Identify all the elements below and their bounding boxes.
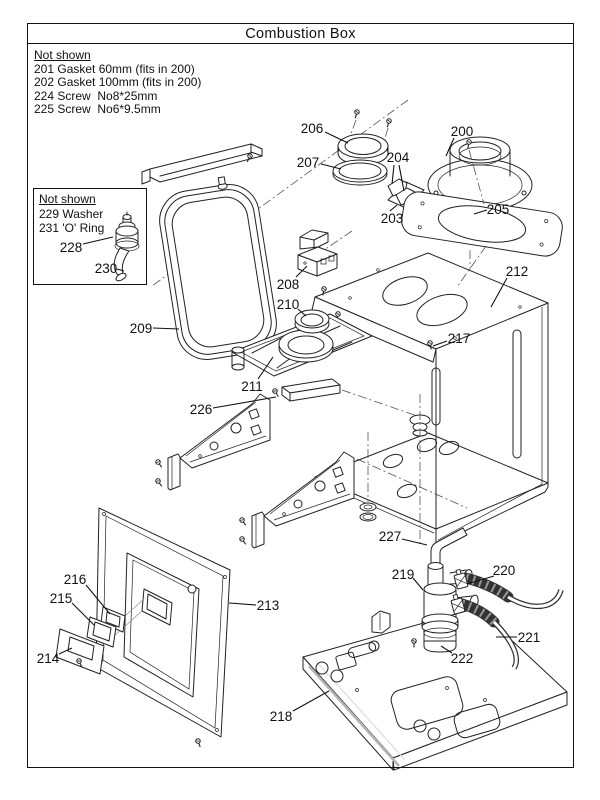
part-209-expansion-vessel bbox=[159, 176, 277, 360]
callout-label-210: 210 bbox=[277, 297, 300, 312]
part-222-cup bbox=[423, 627, 457, 653]
part-221-hose bbox=[449, 592, 520, 670]
part-219-trap bbox=[411, 562, 479, 649]
bracket-left bbox=[154, 393, 271, 491]
callout-label-206: 206 bbox=[301, 121, 324, 136]
not-shown-item: 201 Gasket 60mm (fits in 200) bbox=[34, 61, 195, 76]
callout-label-212: 212 bbox=[506, 264, 529, 279]
callout-label-207: 207 bbox=[297, 155, 320, 170]
not-shown-inset-box: Not shown 229 Washer 231 'O' Ring bbox=[33, 188, 147, 285]
part-207-gasket-ring bbox=[332, 159, 388, 186]
callout-leader-222 bbox=[440, 645, 453, 654]
not-shown-item: 224 Screw No8*25mm bbox=[34, 88, 158, 103]
callout-label-219: 219 bbox=[392, 567, 415, 582]
callout-leader-226 bbox=[212, 396, 277, 409]
wall-slots bbox=[431, 329, 522, 459]
callout-label-214: 214 bbox=[37, 651, 60, 666]
construction-lines-front bbox=[367, 149, 487, 546]
callout-label-230: 230 bbox=[95, 261, 118, 276]
washers bbox=[359, 502, 377, 522]
callout-label-203: 203 bbox=[381, 211, 404, 226]
part-214-sight-glass-frame bbox=[55, 628, 105, 675]
callout-leader-228 bbox=[82, 236, 114, 245]
callout-leader-227 bbox=[401, 538, 428, 546]
callout-label-226: 226 bbox=[190, 402, 213, 417]
callout-label-227: 227 bbox=[379, 529, 402, 544]
part-230-pipe bbox=[113, 247, 130, 282]
part-216-frame bbox=[100, 606, 126, 633]
part-205-gasket-plate bbox=[401, 191, 563, 257]
callout-label-221: 221 bbox=[518, 630, 541, 645]
callout-leader-210 bbox=[297, 308, 307, 317]
part-211-burner-plate bbox=[231, 313, 373, 377]
callout-label-217: 217 bbox=[448, 331, 471, 346]
not-shown-inset-item: 229 Washer bbox=[39, 206, 104, 221]
callout-label-209: 209 bbox=[130, 321, 153, 336]
callout-label-208: 208 bbox=[277, 277, 300, 292]
callout-label-213: 213 bbox=[257, 598, 280, 613]
part-206-ring bbox=[337, 133, 389, 166]
not-shown-heading: Not shown bbox=[34, 48, 91, 62]
top-mounting-rail bbox=[141, 143, 263, 185]
outer-border bbox=[27, 23, 574, 768]
callout-leader-216 bbox=[85, 584, 111, 615]
not-shown-list: Not shown 201 Gasket 60mm (fits in 200) … bbox=[34, 48, 202, 117]
callout-label-218: 218 bbox=[270, 709, 293, 724]
page-title: Combustion Box bbox=[245, 25, 356, 42]
callout-leader-213 bbox=[228, 602, 257, 606]
callout-leader-218 bbox=[292, 690, 330, 712]
callout-label-200: 200 bbox=[451, 124, 474, 139]
callout-layer: 200 203 204 205 206 207 208 209 210 211 212 213 214 2… bbox=[37, 121, 541, 724]
part-218-base-tray bbox=[302, 607, 568, 771]
callout-leader-214 bbox=[58, 647, 73, 655]
not-shown-inset-heading: Not shown bbox=[39, 192, 96, 206]
callout-leader-200 bbox=[445, 137, 455, 157]
callout-leader-206 bbox=[324, 131, 349, 144]
callout-leader-215 bbox=[71, 602, 95, 626]
part-227-pipe bbox=[430, 527, 468, 569]
callout-label-228: 228 bbox=[60, 240, 83, 255]
part-212-combustion-box bbox=[311, 252, 549, 546]
callout-label-216: 216 bbox=[64, 572, 87, 587]
part-213-door bbox=[95, 507, 231, 749]
callout-leader-230 bbox=[116, 268, 125, 272]
callout-leader-207 bbox=[320, 163, 342, 170]
not-shown-inset-item: 231 'O' Ring bbox=[39, 221, 105, 235]
callout-leader-204 bbox=[398, 164, 405, 192]
callout-leader-217 bbox=[432, 340, 448, 347]
callout-label-204: 204 bbox=[387, 150, 410, 165]
window-projection-lines bbox=[112, 598, 145, 638]
part-228-valve bbox=[114, 211, 140, 252]
callout-leader-220 bbox=[466, 575, 495, 585]
callout-label-211: 211 bbox=[241, 379, 263, 394]
callout-leader-211 bbox=[257, 356, 274, 380]
title-bar: Combustion Box bbox=[27, 23, 574, 44]
callout-leader-208 bbox=[295, 265, 308, 278]
callout-leader-212 bbox=[490, 277, 508, 308]
callout-leader-204 bbox=[391, 164, 395, 185]
callout-label-222: 222 bbox=[451, 651, 474, 666]
part-226-rail bbox=[271, 378, 341, 402]
callout-label-220: 220 bbox=[493, 563, 516, 578]
callout-leader-209 bbox=[152, 327, 180, 330]
callout-leader-205 bbox=[473, 209, 488, 215]
callout-label-215: 215 bbox=[50, 591, 73, 606]
callout-leader-219 bbox=[412, 577, 424, 591]
callout-leader-203 bbox=[389, 204, 398, 212]
not-shown-item: 225 Screw No6*9.5mm bbox=[34, 102, 161, 116]
part-220-hose bbox=[452, 567, 564, 610]
callout-label-205: 205 bbox=[487, 202, 510, 217]
not-shown-item: 202 Gasket 100mm (fits in 200) bbox=[34, 75, 202, 89]
